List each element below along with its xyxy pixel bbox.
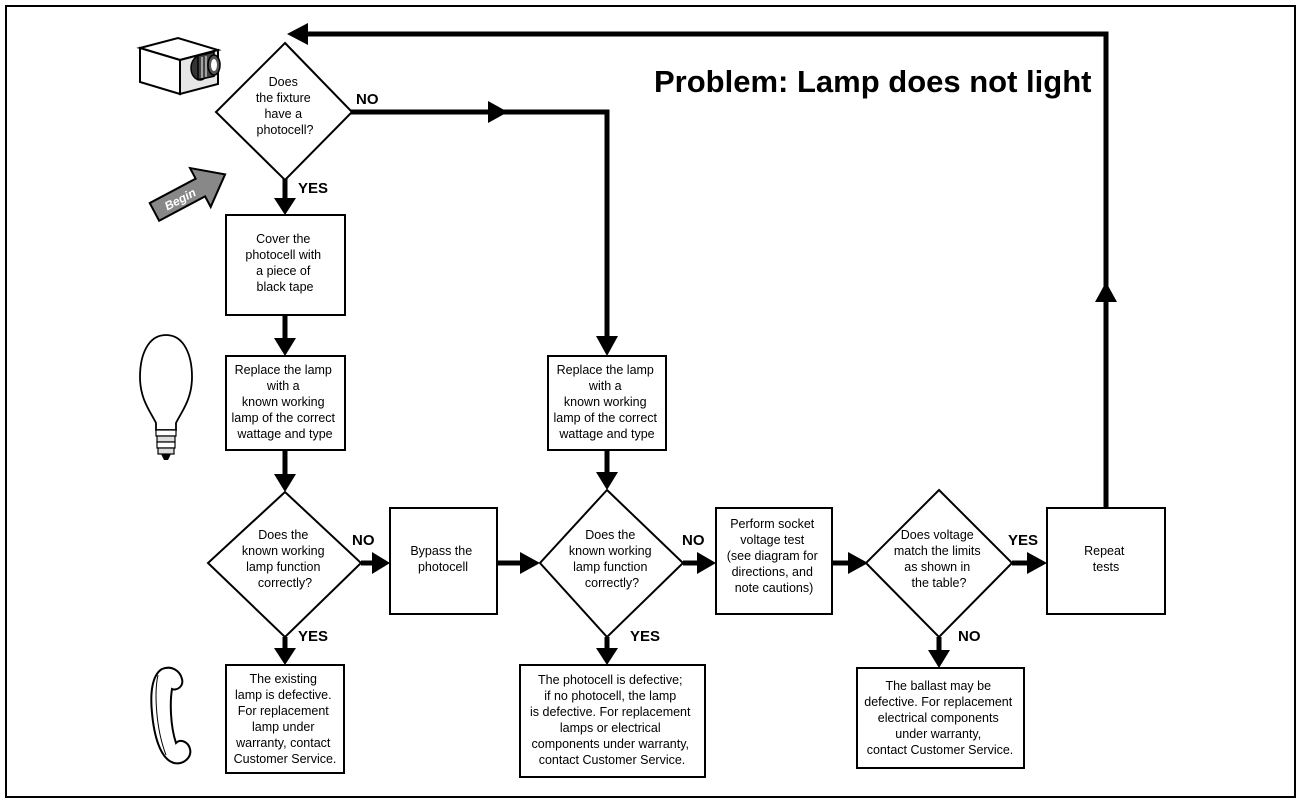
camera-icon: [136, 36, 222, 96]
arrowhead-q4-yes: [1027, 552, 1047, 574]
q1-line-3: have a: [264, 107, 302, 121]
label-q2-yes: YES: [298, 628, 328, 645]
step-cover-photocell: Cover the photocell with a piece of blac…: [225, 214, 346, 316]
arrowhead-q2-no: [372, 552, 390, 574]
svg-text:Does the fixture h: Does the fixture have a photocell?: [256, 75, 314, 137]
svg-text:The existing lamp is def: The existing lamp is defective. For repl…: [234, 672, 337, 766]
label-q4-yes: YES: [1008, 532, 1038, 549]
svg-text:Does the known working: Does the known working lamp function cor…: [569, 528, 655, 590]
svg-text:Repeat tests: Repeat tests: [1084, 544, 1128, 574]
step-bypass-photocell: Bypass the photocell: [389, 507, 498, 615]
decision-lamp-works-left: Does the known working lamp function cor…: [206, 490, 363, 639]
label-q3-yes: YES: [630, 628, 660, 645]
arrowhead-replace-q2: [274, 474, 296, 492]
arrowhead-bypass-q3: [520, 552, 540, 574]
arrowhead-loop-up: [1095, 282, 1117, 302]
label-q2-no: NO: [352, 532, 375, 549]
arrowhead-replace-q3: [596, 472, 618, 490]
label-q4-no: NO: [958, 628, 981, 645]
lightbulb-icon: [139, 334, 193, 460]
arrowhead-q1-no-down: [596, 336, 618, 356]
svg-text:Replace the lamp with a: Replace the lamp with a known working la…: [554, 363, 661, 441]
diagram-title: Problem: Lamp does not light: [654, 64, 1091, 99]
q1-line-1: Does: [269, 75, 298, 89]
arrowhead-q1-yes: [274, 198, 296, 215]
decision-has-photocell: Does the fixture have a photocell?: [214, 41, 354, 182]
arrowhead-q3-no: [697, 552, 716, 574]
svg-text:Bypass the photocell: Bypass the photocell: [410, 544, 475, 574]
telephone-icon: [150, 666, 192, 765]
arrowhead-q1-no-right: [488, 101, 508, 123]
q1-line-2: the fixture: [256, 91, 311, 105]
svg-text:Perform socket voltage t: Perform socket voltage test (see diagram…: [727, 517, 822, 595]
svg-text:The ballast may be defec: The ballast may be defective. For replac…: [864, 679, 1015, 757]
result-photocell-defective: The photocell is defective; if no photoc…: [519, 664, 706, 778]
connector-repeat-loop: [305, 31, 1109, 508]
arrowhead-q4-no: [928, 650, 950, 668]
begin-arrow-icon: Begin: [148, 166, 227, 223]
svg-text:Replace the lamp with a: Replace the lamp with a known working la…: [232, 363, 339, 441]
label-q3-no: NO: [682, 532, 705, 549]
decision-voltage-match: Does voltage match the limits as shown i…: [864, 488, 1014, 639]
arrowhead-q3-yes: [596, 648, 618, 665]
decision-lamp-works-mid: Does the known working lamp function cor…: [538, 488, 685, 639]
arrowhead-socket-q4: [848, 552, 868, 574]
connectors: [274, 23, 1117, 668]
arrowhead-loop-left: [287, 23, 308, 45]
result-ballast-defective: The ballast may be defective. For replac…: [856, 667, 1025, 769]
result-lamp-defective: The existing lamp is defective. For repl…: [225, 664, 345, 774]
arrowhead-cover-replace: [274, 338, 296, 356]
label-q1-no: NO: [356, 91, 379, 108]
connector-q1-no: [350, 109, 610, 340]
step-socket-voltage-test: Perform socket voltage test (see diagram…: [715, 507, 833, 615]
step-replace-lamp-mid: Replace the lamp with a known working la…: [547, 355, 667, 451]
label-q1-yes: YES: [298, 180, 328, 197]
svg-text:Cover the photocell with: Cover the photocell with a piece of blac…: [245, 232, 324, 294]
step-repeat-tests: Repeat tests: [1046, 507, 1166, 615]
svg-text:Does the known working: Does the known working lamp function cor…: [242, 528, 328, 590]
step-replace-lamp-left: Replace the lamp with a known working la…: [225, 355, 346, 451]
svg-text:Does voltage match the l: Does voltage match the limits as shown i…: [894, 528, 984, 590]
arrowhead-q2-yes: [274, 648, 296, 665]
q1-line-4: photocell?: [257, 123, 314, 137]
svg-text:The photocell is defective;: The photocell is defective; if no photoc…: [530, 673, 694, 767]
